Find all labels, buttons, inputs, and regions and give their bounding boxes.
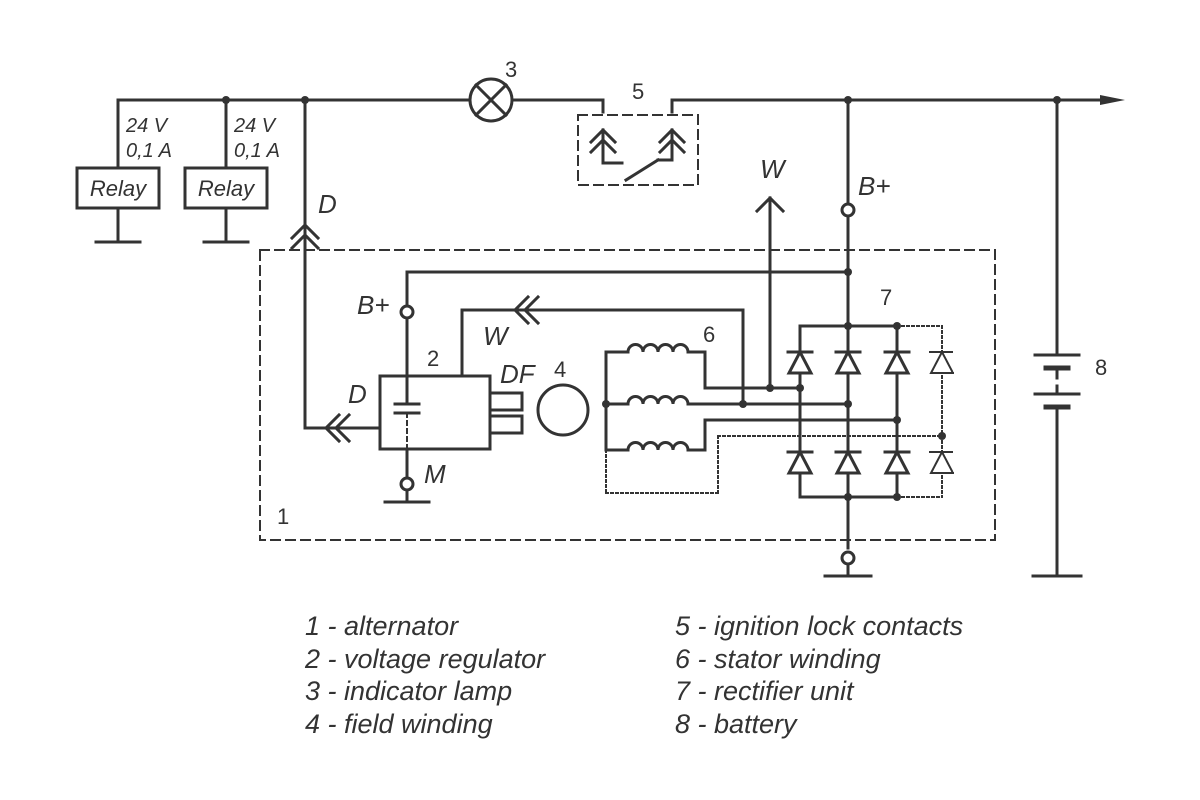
terminal-m-reg: M: [424, 459, 446, 489]
callout-2-regulator: 2: [427, 346, 439, 371]
legend-right-column: 5 - ignition lock contacts 6 - stator wi…: [675, 610, 963, 740]
rectifier-unit: [786, 270, 911, 578]
b-plus-line: [840, 98, 856, 274]
terminal-df-reg: DF: [500, 359, 537, 389]
terminal-d-reg: D: [348, 379, 367, 409]
callout-4-field: 4: [554, 357, 566, 382]
alternator-boundary: [259, 249, 996, 541]
junction-dots: [222, 96, 1061, 501]
diode-top-2: [834, 348, 862, 375]
callout-7-rectifier: 7: [880, 285, 892, 310]
relay-1-voltage: 24 V: [125, 115, 169, 137]
callout-1-alternator: 1: [277, 504, 289, 529]
relay-2-label: Relay: [198, 176, 256, 201]
internal-b-plus-bus: [399, 270, 850, 378]
alternator-wiring-diagram: 24 V 0,1 A Relay 24 V 0,1 A Relay D B+ W…: [75, 57, 1125, 578]
legend-item: 1 - alternator: [305, 611, 459, 641]
d-wire: [289, 98, 382, 444]
ignition-lock-contacts: [577, 114, 699, 186]
w-output-line: [754, 195, 786, 390]
legend-item: 3 - indicator lamp: [305, 676, 513, 706]
main-supply-line: [116, 95, 1125, 114]
legend-item: 8 - battery: [675, 708, 797, 739]
callout-3-lamp: 3: [505, 57, 517, 82]
relay-2: [183, 98, 269, 244]
legend-item: 6 - stator winding: [675, 643, 881, 674]
relay-2-voltage: 24 V: [233, 115, 277, 137]
diode-bottom-2: [834, 448, 862, 475]
field-winding: [536, 383, 590, 437]
callout-5-ignition: 5: [632, 79, 644, 104]
diode-top-1: [786, 348, 814, 375]
legend-item: 2 - voltage regulator: [305, 643, 546, 674]
optional-diodes: [929, 349, 955, 474]
diode-bottom-1: [786, 448, 814, 475]
legend-item: 4 - field winding: [305, 708, 493, 739]
terminal-w-reg: W: [483, 321, 510, 351]
relay-1-label: Relay: [90, 176, 148, 201]
legend-item: 7 - rectifier unit: [675, 676, 854, 706]
terminal-d-top: D: [318, 189, 337, 219]
relay-2-current: 0,1 A: [234, 140, 280, 162]
voltage-regulator: [378, 374, 524, 504]
diode-top-3: [883, 348, 911, 375]
relay-1-current: 0,1 A: [126, 140, 172, 162]
callout-6-stator: 6: [703, 322, 715, 347]
callout-8-battery: 8: [1095, 355, 1107, 380]
legend-left-column: 1 - alternator 2 - voltage regulator 3 -…: [305, 610, 545, 740]
diode-bottom-3: [883, 448, 911, 475]
legend-item: 5 - ignition lock contacts: [675, 611, 964, 641]
terminal-b-plus-top: B+: [858, 171, 891, 201]
terminal-b-plus-reg: B+: [357, 290, 390, 320]
battery: [1031, 98, 1083, 578]
indicator-lamp: [468, 77, 514, 123]
terminal-w-top: W: [760, 154, 787, 184]
relay-1: [75, 98, 161, 244]
